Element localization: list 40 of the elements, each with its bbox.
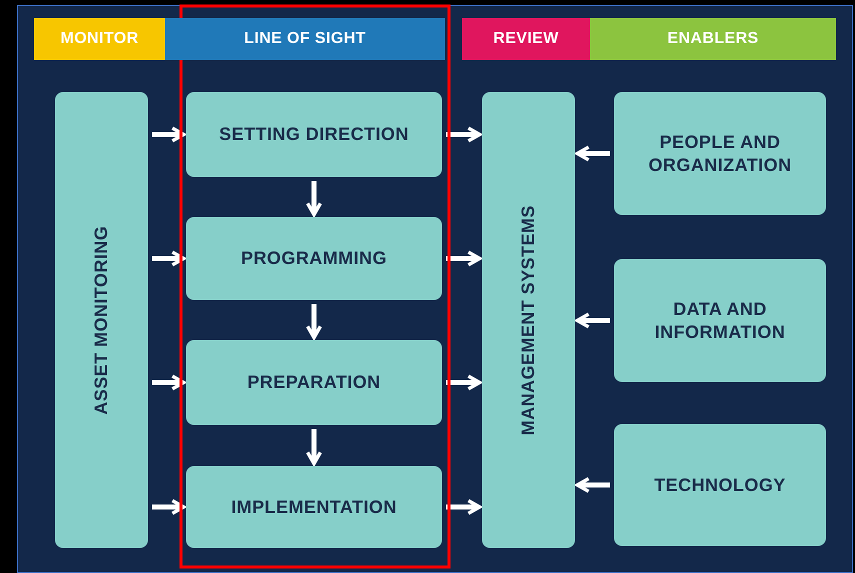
arrow [152,498,186,516]
arrow [306,181,322,216]
arrow [306,304,322,340]
node-label: IMPLEMENTATION [231,496,397,518]
process-column [55,92,148,548]
arrow [152,126,186,143]
node-label: PROGRAMMING [241,247,387,270]
node-label: MANAGEMENT SYSTEMS [517,204,540,436]
arrow [576,145,610,162]
arrow [446,126,482,143]
arrow [306,429,322,466]
node-label: TECHNOLOGY [654,474,786,496]
process-box [186,466,442,548]
node-label: PEOPLE AND ORGANIZATION [647,131,793,176]
node-label: LINE OF SIGHT [244,29,366,49]
node-label: PREPARATION [247,371,381,394]
process-column [482,92,575,548]
arrow [446,250,482,267]
node-label: SETTING DIRECTION [219,123,409,146]
node-label: ASSET MONITORING [90,226,112,414]
process-box [614,259,826,382]
header-band [462,18,590,60]
process-box [614,424,826,546]
node-label: ENABLERS [667,29,759,49]
header-band [165,18,445,60]
process-box [614,92,826,215]
header-band [34,18,165,60]
process-box [186,217,442,300]
arrow [152,374,186,391]
arrow [576,476,610,494]
arrow [576,312,610,329]
header-band [590,18,836,60]
node-label: DATA AND INFORMATION [654,298,786,343]
arrow [152,250,186,267]
node-label: MONITOR [60,29,139,49]
arrow [446,498,482,516]
process-box [186,92,442,177]
arrow [446,374,482,391]
node-label: REVIEW [493,29,559,49]
process-box [186,340,442,425]
